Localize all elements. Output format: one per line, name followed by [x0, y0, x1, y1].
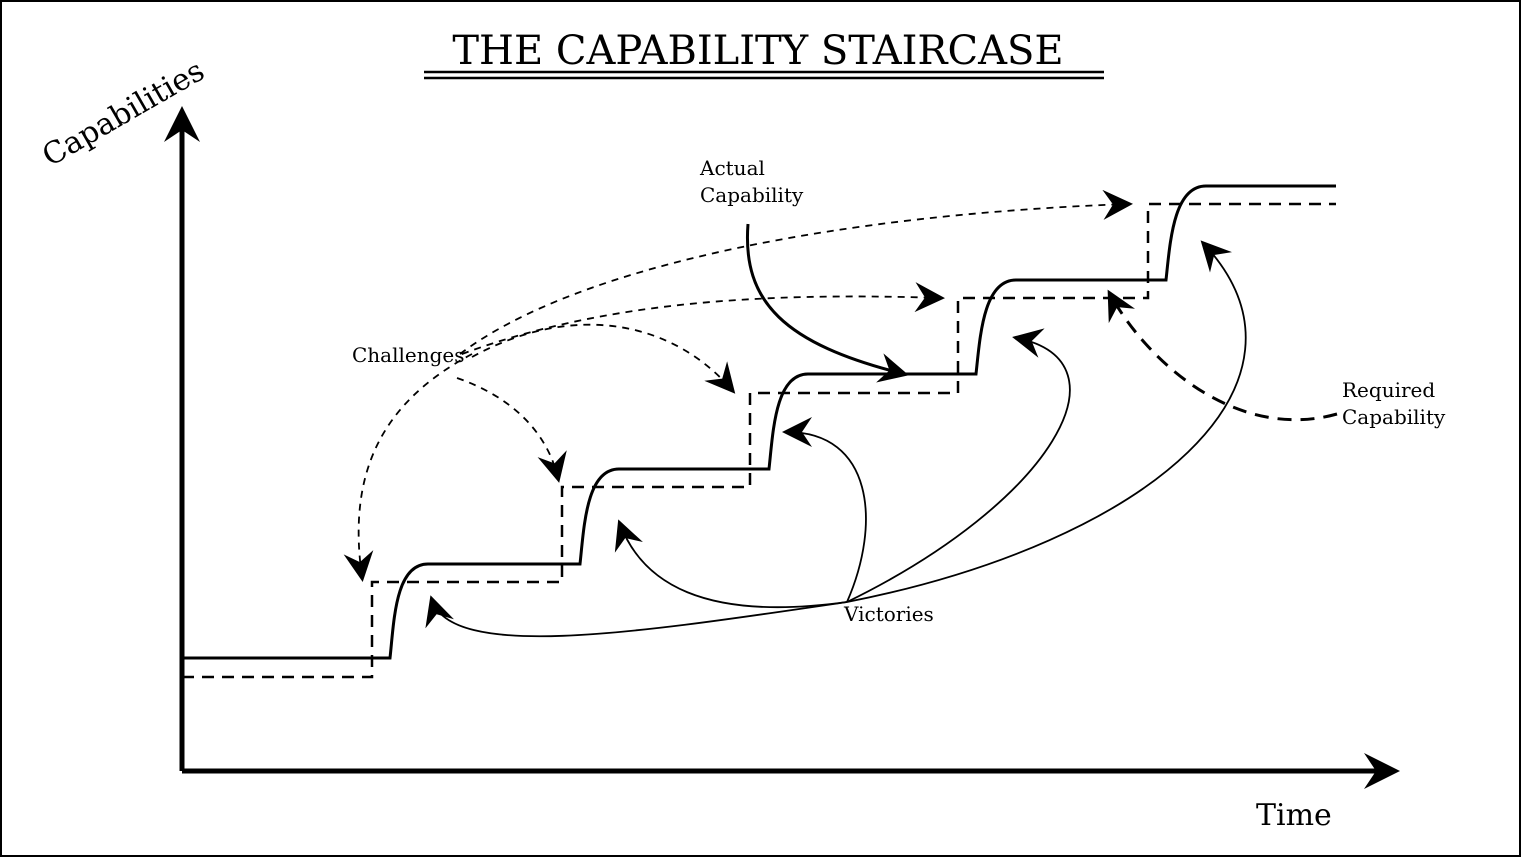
actual-capability-label-line2: Capability — [700, 183, 804, 207]
challenge-arrow-3 — [471, 323, 736, 394]
victory-arrow-2 — [614, 519, 848, 609]
diagram-title: THE CAPABILITY STAIRCASE — [452, 28, 1063, 74]
challenge-arrow-1 — [343, 353, 473, 582]
challenge-arrow-5 — [459, 189, 1133, 355]
required-capability-line — [182, 202, 1336, 679]
x-axis-label: Time — [1256, 798, 1332, 833]
victory-arrow-4 — [846, 328, 1071, 603]
challenge-arrow-4 — [461, 282, 945, 355]
challenges-label: Challenges — [352, 343, 465, 367]
required-capability-label-line1: Required — [1342, 378, 1435, 402]
victory-arrow-3 — [782, 417, 867, 603]
required-capability-pointer-arrow — [1107, 289, 1338, 422]
actual-capability-line — [182, 184, 1336, 660]
challenge-arrow-2 — [456, 377, 567, 483]
actual-capability-label-line1: Actual — [699, 156, 765, 180]
required-capability-label-line2: Capability — [1342, 405, 1446, 429]
victory-arrow-1 — [425, 595, 848, 638]
victory-arrow-5 — [846, 240, 1247, 603]
victories-label: Victories — [843, 602, 934, 626]
actual-capability-pointer-arrow — [745, 223, 909, 383]
